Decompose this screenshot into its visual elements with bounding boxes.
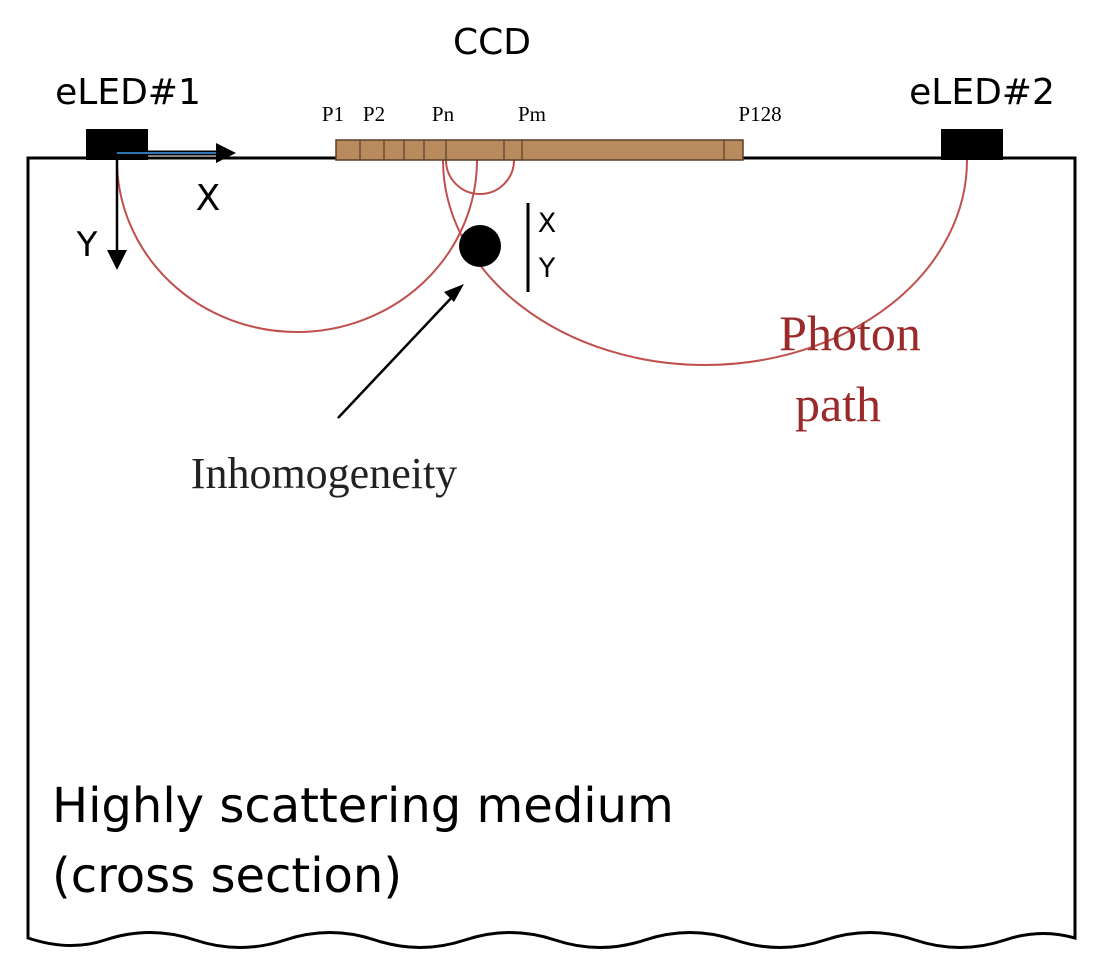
axis-y-label: Y	[76, 225, 98, 265]
eled2-label: eLED#2	[909, 72, 1055, 113]
eled1-label: eLED#1	[55, 72, 201, 113]
inhomogeneity-label: Inhomogeneity	[191, 449, 457, 498]
medium-label-line1: Highly scattering medium	[52, 778, 674, 834]
photon-path-ccd	[445, 159, 515, 195]
medium-outline	[26, 156, 1077, 949]
inhomogeneity-x-label: X	[538, 208, 557, 239]
pixel-label-p2: P2	[363, 102, 385, 126]
y-axis-arrow	[107, 160, 127, 270]
pixel-label-p128: P128	[738, 102, 781, 126]
photon-path-label-line2: path	[795, 376, 881, 432]
inhomogeneity-marker	[459, 225, 501, 267]
inhomogeneity-y-label: Y	[538, 253, 556, 284]
photon-path-label-line1: Photon	[779, 305, 921, 361]
eled2-source	[941, 129, 1003, 160]
pixel-label-p1: P1	[322, 102, 344, 126]
pixel-label-pm: Pm	[518, 102, 546, 126]
medium-label-line2: (cross section)	[52, 848, 402, 904]
axis-x-label: X	[196, 178, 221, 219]
ccd-strip	[335, 139, 744, 161]
photon-path-led1	[116, 159, 478, 333]
ccd-label: CCD	[453, 22, 531, 63]
pixel-label-pn: Pn	[432, 102, 455, 126]
inhomogeneity-pointer-arrow	[337, 284, 464, 419]
x-axis-arrow	[117, 143, 236, 163]
